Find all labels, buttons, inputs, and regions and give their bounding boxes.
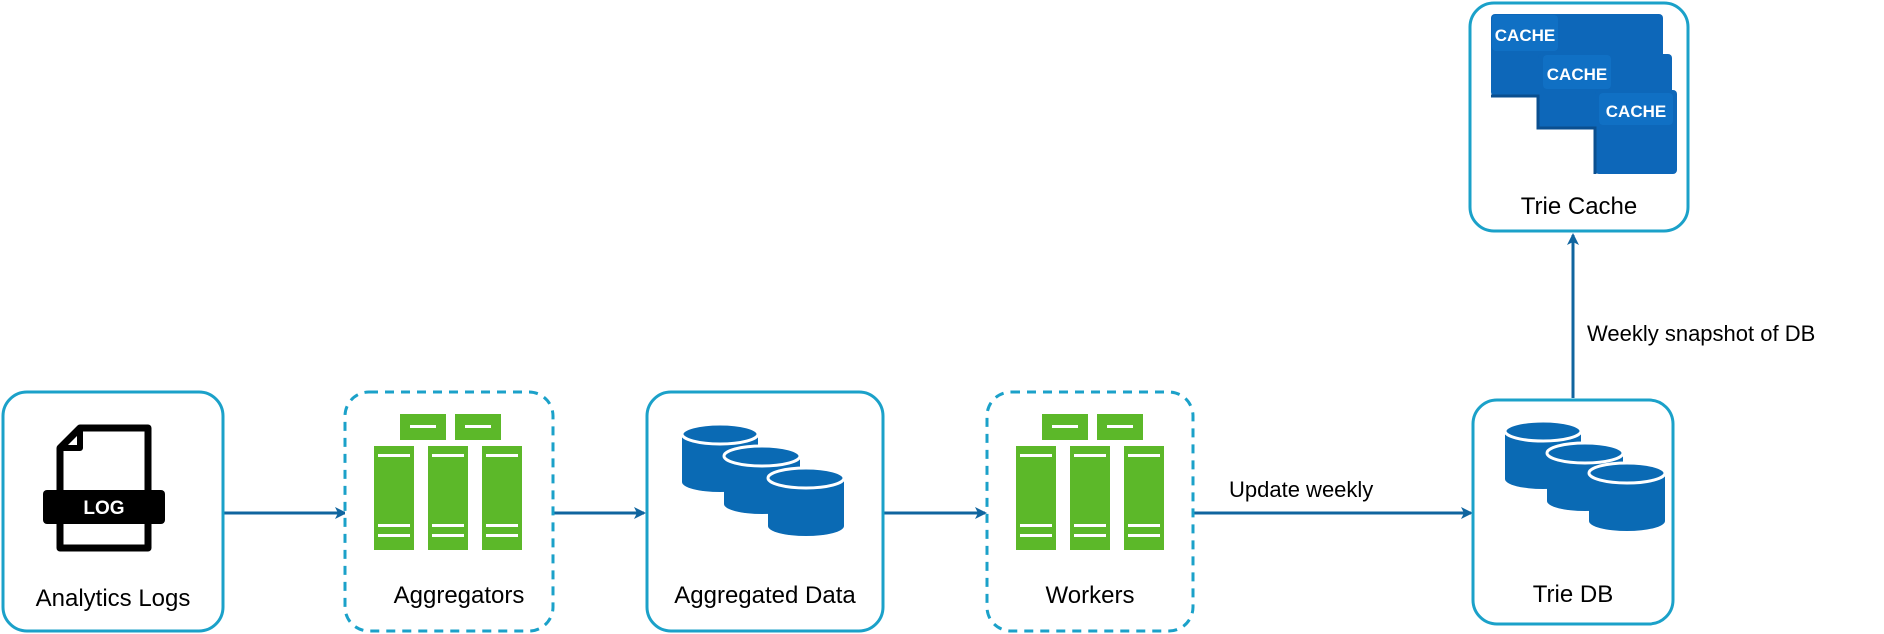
node-trie-cache[interactable]: CACHE CACHE CACHE Trie Cache bbox=[1468, 1, 1690, 233]
edge-label-weekly-snapshot: Weekly snapshot of DB bbox=[1587, 321, 1815, 346]
node-aggregators[interactable]: Aggregators bbox=[343, 390, 555, 633]
cache-icon-text: CACHE bbox=[1547, 65, 1607, 84]
node-workers[interactable]: Workers bbox=[985, 390, 1195, 633]
node-label-analytics-logs: Analytics Logs bbox=[36, 585, 191, 612]
log-file-icon: LOG bbox=[43, 424, 165, 552]
node-aggregated-data[interactable]: Aggregated Data bbox=[645, 390, 885, 633]
node-label-aggregated-data: Aggregated Data bbox=[674, 582, 856, 609]
node-trie-db[interactable]: Trie DB bbox=[1471, 398, 1675, 626]
log-icon-text: LOG bbox=[83, 498, 124, 519]
node-label-trie-cache: Trie Cache bbox=[1521, 193, 1637, 220]
node-analytics-logs[interactable]: LOG Analytics Logs bbox=[1, 390, 225, 633]
edge-workers-to-triedb: Update weekly bbox=[1191, 477, 1473, 519]
edge-triedb-to-cache: Weekly snapshot of DB bbox=[1567, 233, 1815, 398]
server-rack-icon bbox=[374, 414, 522, 550]
node-label-trie-db: Trie DB bbox=[1533, 581, 1613, 608]
server-rack-icon bbox=[1016, 414, 1164, 550]
node-label-aggregators: Aggregators bbox=[394, 582, 525, 609]
node-label-workers: Workers bbox=[1046, 582, 1135, 609]
cache-stack-icon: CACHE CACHE CACHE bbox=[1491, 14, 1677, 174]
edge-label-update-weekly: Update weekly bbox=[1229, 477, 1373, 502]
cache-icon-text: CACHE bbox=[1495, 26, 1555, 45]
cache-icon-text: CACHE bbox=[1606, 102, 1666, 121]
